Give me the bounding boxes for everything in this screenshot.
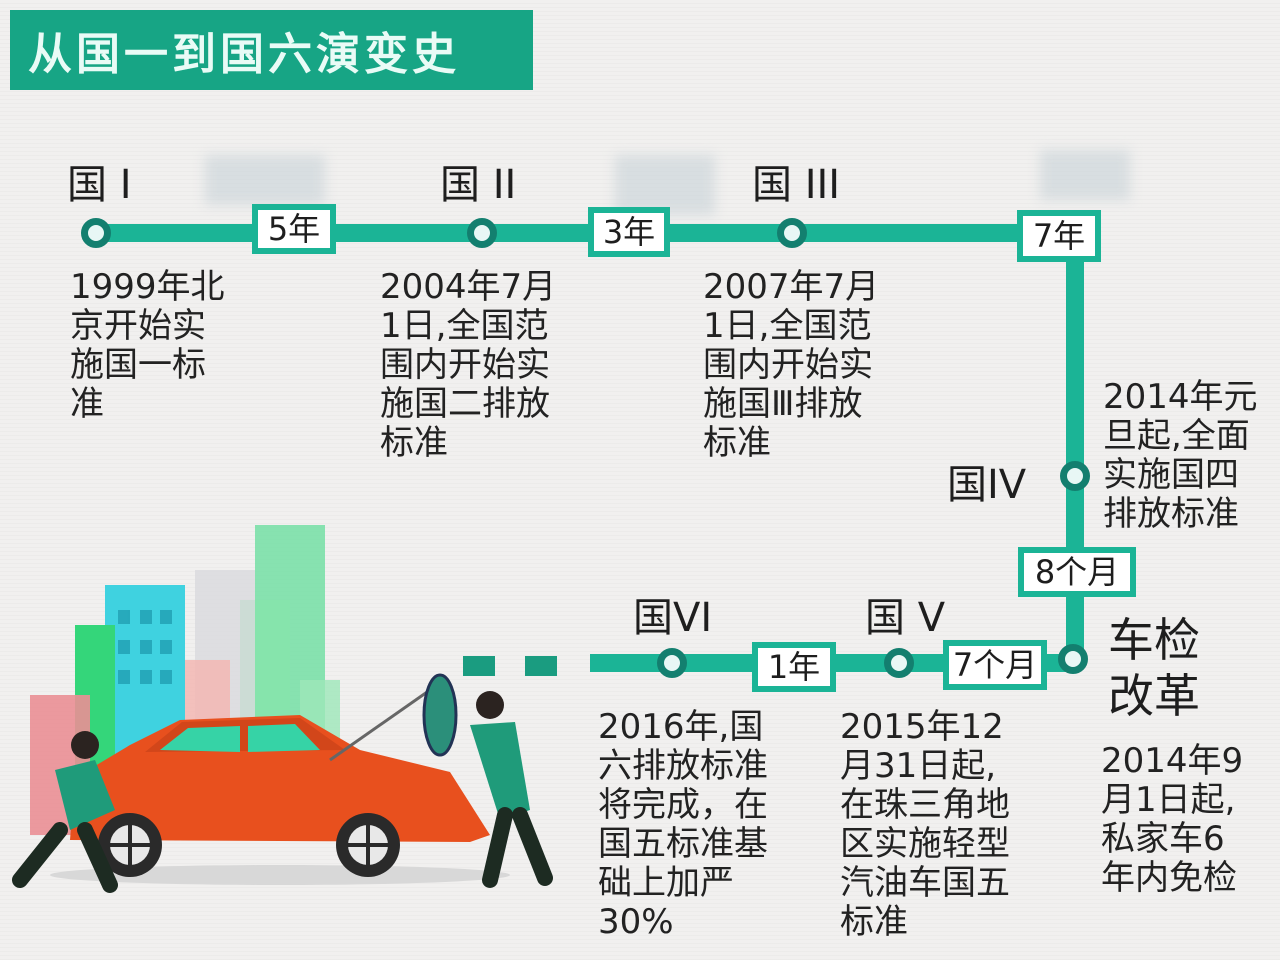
blur-patch [1040, 150, 1130, 200]
stage-desc-g4: 2014年元 旦起,全面 实施国四 排放标准 [1103, 377, 1258, 534]
interval-badge-g5-g6: 1年 [752, 642, 836, 692]
timeline-dash [463, 656, 495, 676]
interval-badge-inspection-g5: 7个月 [943, 640, 1047, 690]
stage-label-g4: 国IV [947, 462, 1027, 508]
interval-label: 8个月 [1034, 553, 1120, 591]
blur-patch [615, 155, 715, 215]
interval-label: 7年 [1032, 217, 1086, 255]
stage-label-g2: 国 II [440, 162, 517, 208]
interval-label: 5年 [267, 210, 321, 248]
node-g4[interactable] [1060, 461, 1090, 491]
blur-patch [205, 155, 325, 205]
stage-label-g1: 国 I [67, 162, 132, 208]
timeline-dash [525, 656, 557, 676]
node-g6[interactable] [657, 648, 687, 678]
node-g5[interactable] [884, 648, 914, 678]
interval-badge-g2-g3: 3年 [588, 207, 670, 257]
node-g3[interactable] [777, 218, 807, 248]
page-title: 从国一到国六演变史 [28, 29, 460, 80]
timeline-vertical-line [1066, 232, 1084, 664]
stage-label-inspection: 车检 改革 [1108, 613, 1200, 723]
stage-desc-g2: 2004年7月 1日,全国范 围内开始实 施国二排放 标准 [380, 267, 557, 463]
stage-label-g5: 国 V [865, 595, 946, 641]
interval-badge-g1-g2: 5年 [252, 204, 336, 254]
title-banner: 从国一到国六演变史 [10, 10, 533, 90]
stage-desc-g1: 1999年北 京开始实 施国一标 准 [70, 267, 225, 424]
stage-label-g6: 国VI [633, 595, 713, 641]
car-inspection-illustration [12, 525, 553, 893]
interval-badge-g3-g4: 7年 [1017, 210, 1101, 262]
node-inspection[interactable] [1058, 644, 1088, 674]
node-g1[interactable] [81, 218, 111, 248]
interval-label: 7个月 [952, 646, 1038, 684]
stage-desc-g3: 2007年7月 1日,全国范 围内开始实 施国Ⅲ排放 标准 [703, 267, 880, 463]
interval-label: 1年 [767, 648, 821, 686]
interval-label: 3年 [602, 213, 656, 251]
interval-badge-g4-inspection: 8个月 [1018, 547, 1136, 597]
stage-desc-inspection: 2014年9 月1日起, 私家车6 年内免检 [1101, 741, 1244, 898]
stage-label-g3: 国 III [752, 162, 841, 208]
node-g2[interactable] [467, 218, 497, 248]
stage-desc-g6: 2016年,国 六排放标准 将完成，在 国五标准基 础上加严 30% [598, 707, 768, 942]
stage-desc-g5: 2015年12 月31日起, 在珠三角地 区实施轻型 汽油车国五 标准 [840, 707, 1010, 942]
